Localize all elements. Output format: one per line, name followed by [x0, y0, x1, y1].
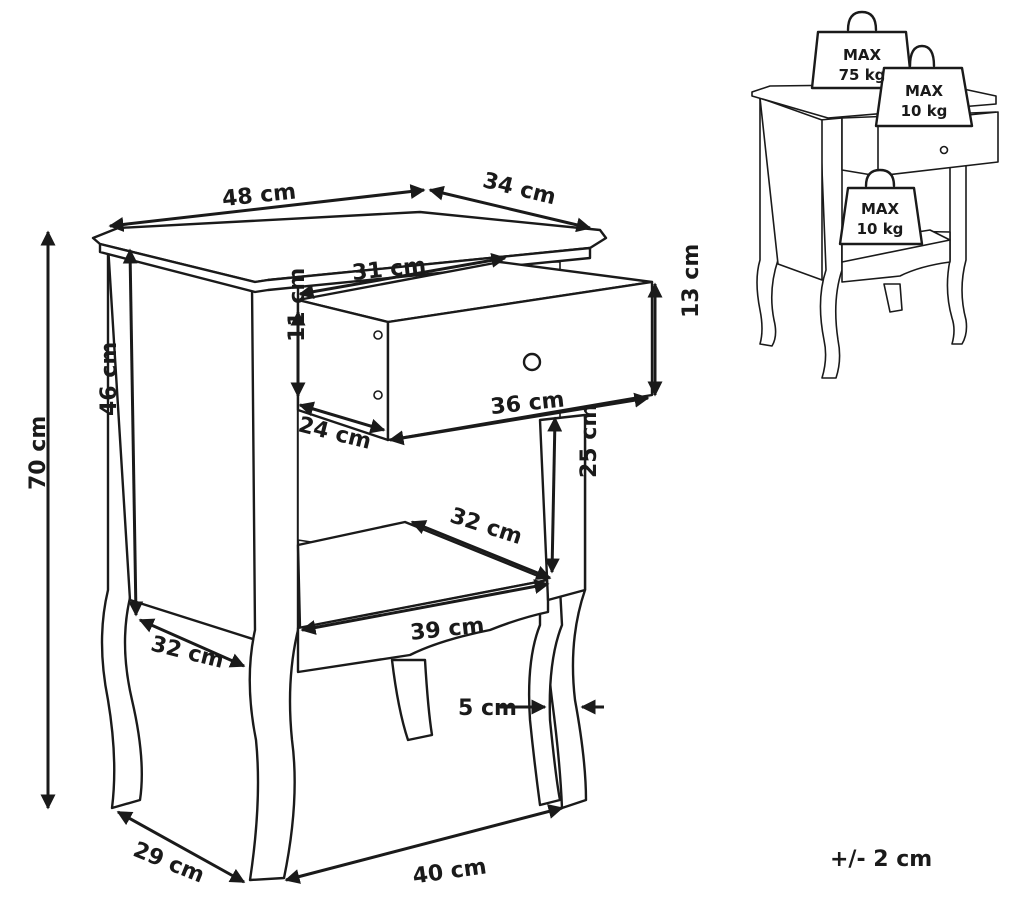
dim-leg-width-label: 5 cm: [458, 696, 517, 721]
dim-height-side-label: 46 cm: [97, 342, 122, 416]
top-load-line1: MAX: [843, 46, 882, 64]
dim-height-total-label: 70 cm: [26, 416, 51, 490]
dim-shelf-clearance-label: 25 cm: [577, 404, 602, 478]
load-limits-thumbnail: [751, 10, 999, 379]
nightstand-drawing: [91, 210, 654, 882]
tolerance-label: +/- 2 cm: [830, 847, 932, 872]
drawer-knob-icon: [522, 352, 542, 372]
dim-drawer-height-front-label: 13 cm: [679, 244, 704, 318]
shelf-load-line2: 10 kg: [857, 220, 904, 238]
dim-side-depth-label: 32 cm: [148, 632, 226, 674]
dimension-lines: [40, 184, 663, 884]
dim-base-width-label: 40 cm: [411, 854, 488, 889]
top-load-line2: 75 kg: [839, 66, 886, 84]
shelf-load-line1: MAX: [861, 200, 900, 218]
dim-drawer-height-inner-label: 11 cm: [285, 268, 310, 342]
dim-base-depth-label: 29 cm: [130, 838, 208, 889]
drawer-load-line1: MAX: [905, 82, 944, 100]
drawer-load-line2: 10 kg: [901, 102, 948, 120]
